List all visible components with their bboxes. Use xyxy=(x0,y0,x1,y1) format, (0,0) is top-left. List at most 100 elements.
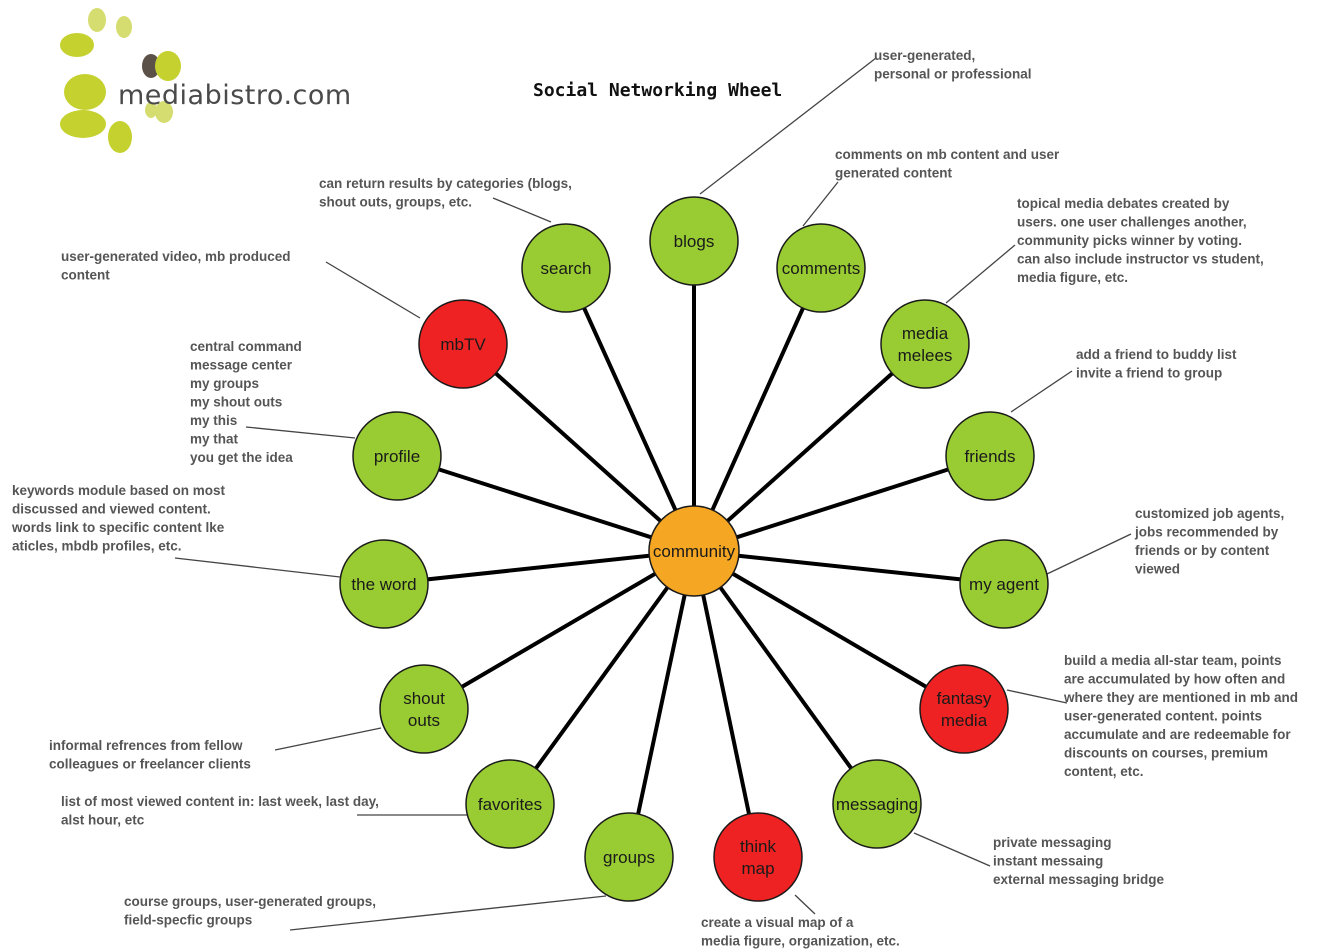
node-label-shout-outs: shout xyxy=(403,689,445,708)
node-label-search: search xyxy=(540,259,591,278)
node-community[interactable]: community xyxy=(648,505,740,597)
leader-lines xyxy=(174,57,1132,931)
node-label-fantasy-media: media xyxy=(941,711,988,730)
node-circle-favorites xyxy=(465,759,555,849)
node-my-agent[interactable]: my agent xyxy=(959,539,1049,629)
logo-dot-7 xyxy=(155,51,181,81)
spoke-think-map xyxy=(692,550,760,858)
node-label-think-map: map xyxy=(741,859,774,878)
node-comments[interactable]: comments xyxy=(776,223,866,313)
node-favorites[interactable]: favorites xyxy=(465,759,555,849)
leader-line-groups xyxy=(289,895,607,931)
leader-line-mbtv xyxy=(325,261,421,319)
note-messaging: instant messaing xyxy=(993,854,1103,869)
node-blogs[interactable]: blogs xyxy=(649,196,739,286)
node-label-the-word: the word xyxy=(351,575,416,594)
node-label-think-map: think xyxy=(740,837,776,856)
spoke-comments xyxy=(692,267,823,552)
spoke-fantasy-media xyxy=(692,549,966,711)
node-circle-mbtv xyxy=(418,299,508,389)
note-messaging: private messaging xyxy=(993,835,1112,850)
leader-line-profile xyxy=(245,426,356,439)
node-fantasy-media[interactable]: fantasy media xyxy=(919,664,1009,754)
note-media-melees: media figure, etc. xyxy=(1017,270,1128,285)
node-search[interactable]: search xyxy=(521,223,611,313)
spoke-media-melees xyxy=(692,342,927,553)
node-circle-groups xyxy=(584,812,674,902)
note-search: shout outs, groups, etc. xyxy=(319,195,472,210)
note-media-melees: topical media debates created by xyxy=(1017,196,1230,211)
node-circle-comments xyxy=(776,223,866,313)
node-label-fantasy-media: fantasy xyxy=(937,689,992,708)
note-the-word: keywords module based on most xyxy=(12,483,226,498)
note-profile: my shout outs xyxy=(190,395,282,410)
node-label-shout-outs: outs xyxy=(408,711,440,730)
spoke-favorites xyxy=(508,549,696,806)
node-circle-friends xyxy=(945,411,1035,501)
node-notes: user-generated, personal or professional… xyxy=(11,48,1298,949)
note-fantasy-media: are accumulated by how often and xyxy=(1064,672,1285,687)
node-think-map[interactable]: think map xyxy=(713,812,803,902)
note-my-agent: customized job agents, xyxy=(1135,506,1284,521)
note-search: can return results by categories (blogs, xyxy=(319,176,572,191)
note-comments: comments on mb content and user xyxy=(835,147,1060,162)
node-shout-outs[interactable]: shout outs xyxy=(379,664,469,754)
node-label-media-melees: media xyxy=(902,324,949,343)
note-my-agent: friends or by content xyxy=(1135,543,1270,558)
node-label-favorites: favorites xyxy=(478,795,542,814)
note-my-agent: jobs recommended by xyxy=(1134,525,1279,540)
note-groups: field-specfic groups xyxy=(124,913,252,928)
leader-line-comments xyxy=(802,181,839,227)
node-circle-shout-outs xyxy=(379,664,469,754)
note-profile: message center xyxy=(190,358,293,373)
note-the-word: words link to specific content lke xyxy=(11,520,225,535)
node-circle-messaging xyxy=(832,759,922,849)
note-fantasy-media: accumulate and are redeemable for xyxy=(1064,727,1291,742)
note-fantasy-media: content, etc. xyxy=(1064,764,1144,779)
node-mbtv[interactable]: mbTV xyxy=(418,299,508,389)
node-label-my-agent: my agent xyxy=(969,575,1039,594)
node-label-messaging: messaging xyxy=(836,795,918,814)
node-the-word[interactable]: the word xyxy=(339,539,429,629)
note-blogs: user-generated, xyxy=(874,48,975,63)
spoke-my-agent xyxy=(693,549,1005,586)
node-groups[interactable]: groups xyxy=(584,812,674,902)
leader-line-my-agent xyxy=(1046,533,1132,575)
note-fantasy-media: user-generated content. points xyxy=(1064,709,1262,724)
leader-line-search xyxy=(492,197,552,223)
node-circle-my-agent xyxy=(959,539,1049,629)
spoke-friends xyxy=(693,454,991,553)
note-media-melees: users. one user challenges another, xyxy=(1017,215,1247,230)
node-label-blogs: blogs xyxy=(674,232,715,251)
node-circle-community xyxy=(648,505,740,597)
note-the-word: aticles, mbdb profiles, etc. xyxy=(12,539,182,554)
node-circle-fantasy-media xyxy=(919,664,1009,754)
spoke-search xyxy=(564,267,696,552)
spoke-profile xyxy=(396,454,695,553)
spoke-messaging xyxy=(692,549,879,806)
node-label-mbtv: mbTV xyxy=(440,335,486,354)
note-profile: my this xyxy=(190,413,237,428)
note-fantasy-media: where they are mentioned in mb and xyxy=(1063,690,1298,705)
spoke-shout-outs xyxy=(422,549,696,711)
note-think-map: media figure, organization, etc. xyxy=(701,934,900,949)
note-my-agent: viewed xyxy=(1135,562,1180,577)
note-the-word: discussed and viewed content. xyxy=(12,502,211,517)
node-label-profile: profile xyxy=(374,447,420,466)
spoke-mbtv xyxy=(461,342,696,553)
logo-text: mediabistro.com xyxy=(118,80,352,111)
note-messaging: external messaging bridge xyxy=(993,872,1165,887)
note-profile: my that xyxy=(190,432,239,447)
node-messaging[interactable]: messaging xyxy=(832,759,922,849)
logo-dot-1 xyxy=(116,16,132,38)
spoke-groups xyxy=(627,550,696,858)
node-label-groups: groups xyxy=(603,848,655,867)
node-circle-profile xyxy=(352,411,442,501)
node-friends[interactable]: friends xyxy=(945,411,1035,501)
leader-line-fantasy-media xyxy=(1006,689,1068,704)
node-circle-think-map xyxy=(713,812,803,902)
node-profile[interactable]: profile xyxy=(352,411,442,501)
note-favorites: alst hour, etc xyxy=(61,813,145,828)
